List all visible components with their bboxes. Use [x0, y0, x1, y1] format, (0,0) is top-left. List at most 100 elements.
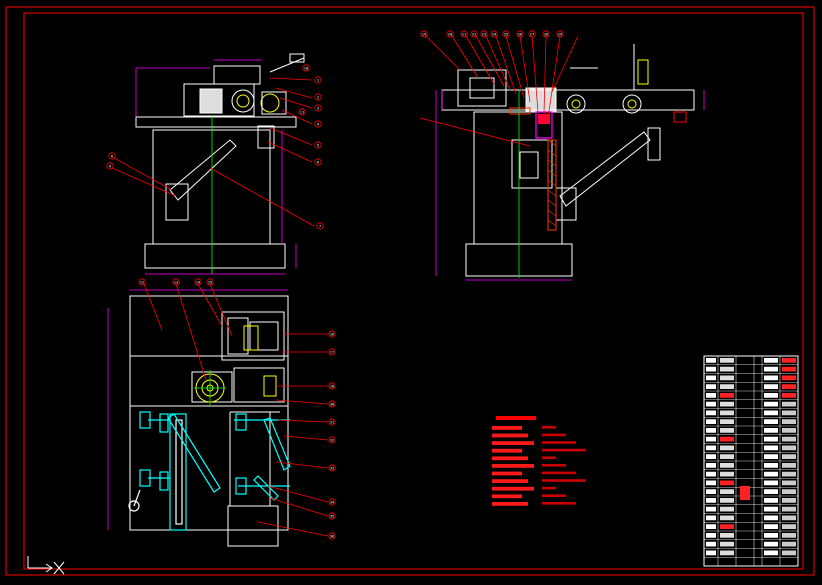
- title-block-row: [706, 498, 796, 503]
- balloon-label: 3: [317, 106, 319, 111]
- balloon-label: 28: [544, 32, 549, 37]
- side-arm-link: [559, 131, 651, 207]
- top-outline: [129, 295, 289, 531]
- balloon-side-23: 23: [480, 30, 488, 38]
- balloon-label: 19: [422, 32, 427, 37]
- balloon-top-16: 16: [328, 330, 336, 338]
- balloon-top-31: 31: [328, 418, 336, 426]
- title-block-row: [706, 366, 796, 372]
- inner-border: [23, 12, 804, 570]
- title-block-row: [706, 436, 796, 442]
- front-spindle: [257, 125, 275, 149]
- front-handle: [269, 57, 305, 73]
- front-wheel-hub: [236, 94, 250, 108]
- balloon-side-24: 24: [490, 30, 498, 38]
- balloon-label: 30: [330, 402, 335, 407]
- front-arm: [169, 139, 237, 201]
- note-row: [492, 471, 576, 476]
- balloon-label: 6: [317, 160, 320, 165]
- balloon-top-13: 13: [172, 278, 180, 286]
- note-row: [492, 433, 566, 438]
- title-block-row: [706, 515, 796, 521]
- balloon-top-18: 18: [328, 382, 336, 390]
- title-block-row: [706, 454, 796, 459]
- top-leaders: [143, 283, 329, 537]
- balloon-front-5: 5: [314, 141, 322, 149]
- title-block-row: [706, 401, 796, 407]
- title-block-row: [706, 445, 796, 451]
- title-block-row: [706, 358, 796, 363]
- balloon-side-26: 26: [516, 30, 524, 38]
- balloon-side-29: 29: [556, 30, 564, 38]
- ucs-axis-icon: [27, 556, 65, 575]
- side-motor-housing: [457, 69, 507, 107]
- side-details: [509, 59, 687, 231]
- technical-notes: [492, 416, 586, 506]
- balloon-top-35: 35: [328, 512, 336, 520]
- note-row: [492, 426, 556, 430]
- front-leaders: [111, 77, 315, 227]
- side-bracket: [647, 127, 661, 161]
- front-motor: [199, 88, 223, 114]
- top-linkage: [128, 411, 291, 531]
- balloon-label: 10: [304, 66, 309, 71]
- title-block-row: [706, 410, 796, 416]
- title-block-row: [706, 489, 796, 494]
- title-block-row: [706, 541, 796, 547]
- front-column: [152, 129, 271, 245]
- side-pulley-b: [622, 94, 642, 114]
- balloon-top-33: 33: [328, 464, 336, 472]
- outer-border: [5, 6, 815, 576]
- front-table: [135, 116, 297, 128]
- top-centerlines: [194, 370, 226, 406]
- top-motor: [221, 311, 285, 361]
- balloon-label: 26: [518, 32, 523, 37]
- title-block-row: [706, 533, 796, 538]
- balloon-label: 8: [111, 154, 114, 159]
- balloon-label: 29: [558, 32, 563, 37]
- title-block-row: [706, 419, 796, 424]
- balloon-label: 2: [317, 95, 319, 100]
- note-row: [492, 494, 566, 499]
- note-row: [492, 486, 556, 491]
- side-gearmotor-face: [519, 151, 539, 179]
- balloon-label: 27: [530, 32, 535, 37]
- balloon-label: 25: [504, 32, 509, 37]
- balloon-label: 20: [448, 32, 453, 37]
- title-block-row: [706, 463, 796, 468]
- balloon-side-28: 28: [542, 30, 550, 38]
- balloon-front-2: 2: [314, 93, 322, 101]
- title-block-row: [706, 375, 796, 381]
- balloon-label: 7: [319, 224, 321, 229]
- balloon-label: 24: [492, 32, 497, 37]
- balloon-side-27: 27: [528, 30, 536, 38]
- balloon-label: 4: [317, 122, 320, 127]
- side-column: [473, 111, 563, 245]
- note-row: [492, 502, 576, 506]
- balloon-front-8: 8: [108, 152, 116, 160]
- balloon-label: 32: [330, 438, 335, 443]
- balloon-label: 9: [109, 164, 112, 169]
- title-block-row: [706, 550, 796, 556]
- balloon-front-4: 4: [314, 120, 322, 128]
- title-block-row: [706, 480, 796, 486]
- balloon-label: 22: [472, 32, 477, 37]
- note-row: [492, 441, 576, 445]
- balloon-label: 31: [330, 420, 335, 425]
- front-dimensions: [135, 59, 297, 275]
- front-gear: [260, 93, 280, 113]
- balloon-label: 12: [140, 280, 145, 285]
- balloon-side-21: 21: [460, 30, 468, 38]
- title-block-row: [706, 506, 796, 512]
- side-leaders: [419, 35, 579, 147]
- note-row: [492, 456, 556, 461]
- balloon-label: 23: [482, 32, 487, 37]
- front-view: [135, 53, 305, 269]
- balloon-front-6: 6: [314, 158, 322, 166]
- side-motor-window: [469, 77, 495, 99]
- balloon-front-10: 10: [302, 64, 310, 72]
- balloon-top-34: 34: [328, 498, 336, 506]
